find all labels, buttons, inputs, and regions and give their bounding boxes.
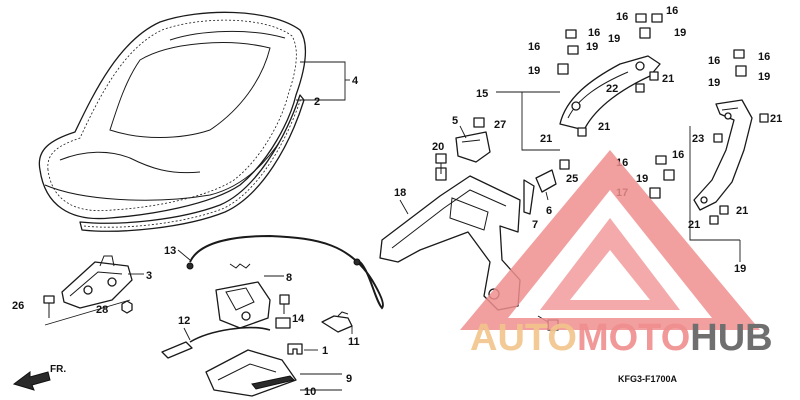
watermark-moto: MOTO [577,317,690,359]
callout-21a: 21 [662,73,674,85]
watermark-triangle [460,150,760,330]
callout-16a: 16 [588,27,600,39]
callout-17: 18 [394,187,406,199]
callout-22a: 22 [606,83,618,95]
callout-14: 14 [292,313,305,325]
callout-16d: 16 [666,5,678,17]
seat-passenger-ridge [169,30,286,41]
bolt-20 [435,153,447,174]
callout-21f: 21 [688,219,700,231]
grab-rail-right [693,99,753,211]
callout-8: 8 [286,272,292,284]
lock-holder-5 [455,131,491,163]
fasteners-right-rail [709,49,769,225]
callout-16h: 16 [672,149,684,161]
leader-4 [300,61,346,101]
clip-14 [275,317,291,329]
callout-2: 2 [314,96,320,108]
callout-15: 15 [476,88,488,100]
callout-19e: 19 [708,77,720,89]
callout-16e: 16 [708,55,720,67]
bolt-24 [559,159,570,170]
callout-6: 6 [546,205,552,217]
front-direction-arrow: FR. [12,364,66,391]
bolt-27 [279,294,290,314]
callout-10: 10 [304,386,316,398]
callout-19b: 19 [528,65,540,77]
front-label: FR. [50,364,66,375]
watermark-auto: AUTO [470,317,577,359]
grab-rail-left [559,55,661,131]
callout-5: 5 [452,115,458,127]
callout-7: 7 [532,219,538,231]
seat-front-ridge [59,151,201,174]
seat-cushion [38,11,307,220]
release-cable-12 [161,326,271,359]
callout-19c: 19 [608,33,620,45]
callout-21b: 21 [540,133,552,145]
callout-11: 11 [348,336,360,348]
callout-19g: 19 [636,173,648,185]
svg-text:AUTOMOTOHUB: AUTOMOTOHUB [470,317,773,359]
watermark: AUTOMOTOHUB [460,150,773,359]
seat-latch-bracket [61,255,133,309]
cable-guide-11 [321,311,353,333]
callout-9: 9 [346,373,352,385]
callout-19f: 19 [758,71,770,83]
lower-cover-9 [205,349,297,397]
callout-1: 1 [322,345,328,357]
clip-1 [287,343,303,355]
callout-23: 26 [12,300,24,312]
callout-16b: 16 [528,41,540,53]
callout-22b: 23 [692,133,704,145]
stay-6 [535,169,557,193]
fasteners-mid-right [649,155,675,199]
callout-16c: 16 [616,11,628,23]
callout-26: 27 [494,119,506,131]
callout-21d: 21 [770,113,782,125]
trim-strip-10 [251,375,295,390]
seat-lock-mechanism [215,263,271,329]
callout-20: 20 [432,141,444,153]
callout-24: 25 [566,173,578,185]
seat-assembly [38,11,307,232]
callout-19d: 19 [674,27,686,39]
watermark-hub: HUB [690,317,772,359]
callout-21c: 21 [598,121,610,133]
callout-13: 13 [164,245,176,257]
seat-stitch-outer [47,19,297,212]
callout-16f: 16 [758,51,770,63]
callout-21e: 21 [736,205,748,217]
bolt-26 [473,117,485,128]
fasteners-left-rail [557,13,663,137]
bolt-23 [43,295,55,318]
hook-7 [523,179,535,215]
callout-12: 12 [178,315,190,327]
nut-25 [121,300,133,314]
seat-trim-stitch [83,97,302,228]
callout-18: 19 [734,263,746,275]
diagram-code: KFG3-F1700A [618,374,678,384]
callout-3: 3 [146,270,152,282]
seat-rider-section [109,42,271,138]
callout-4: 4 [352,75,359,87]
callout-19a: 19 [586,41,598,53]
callout-25: 28 [96,304,108,316]
seat-lock-cable [186,234,384,310]
